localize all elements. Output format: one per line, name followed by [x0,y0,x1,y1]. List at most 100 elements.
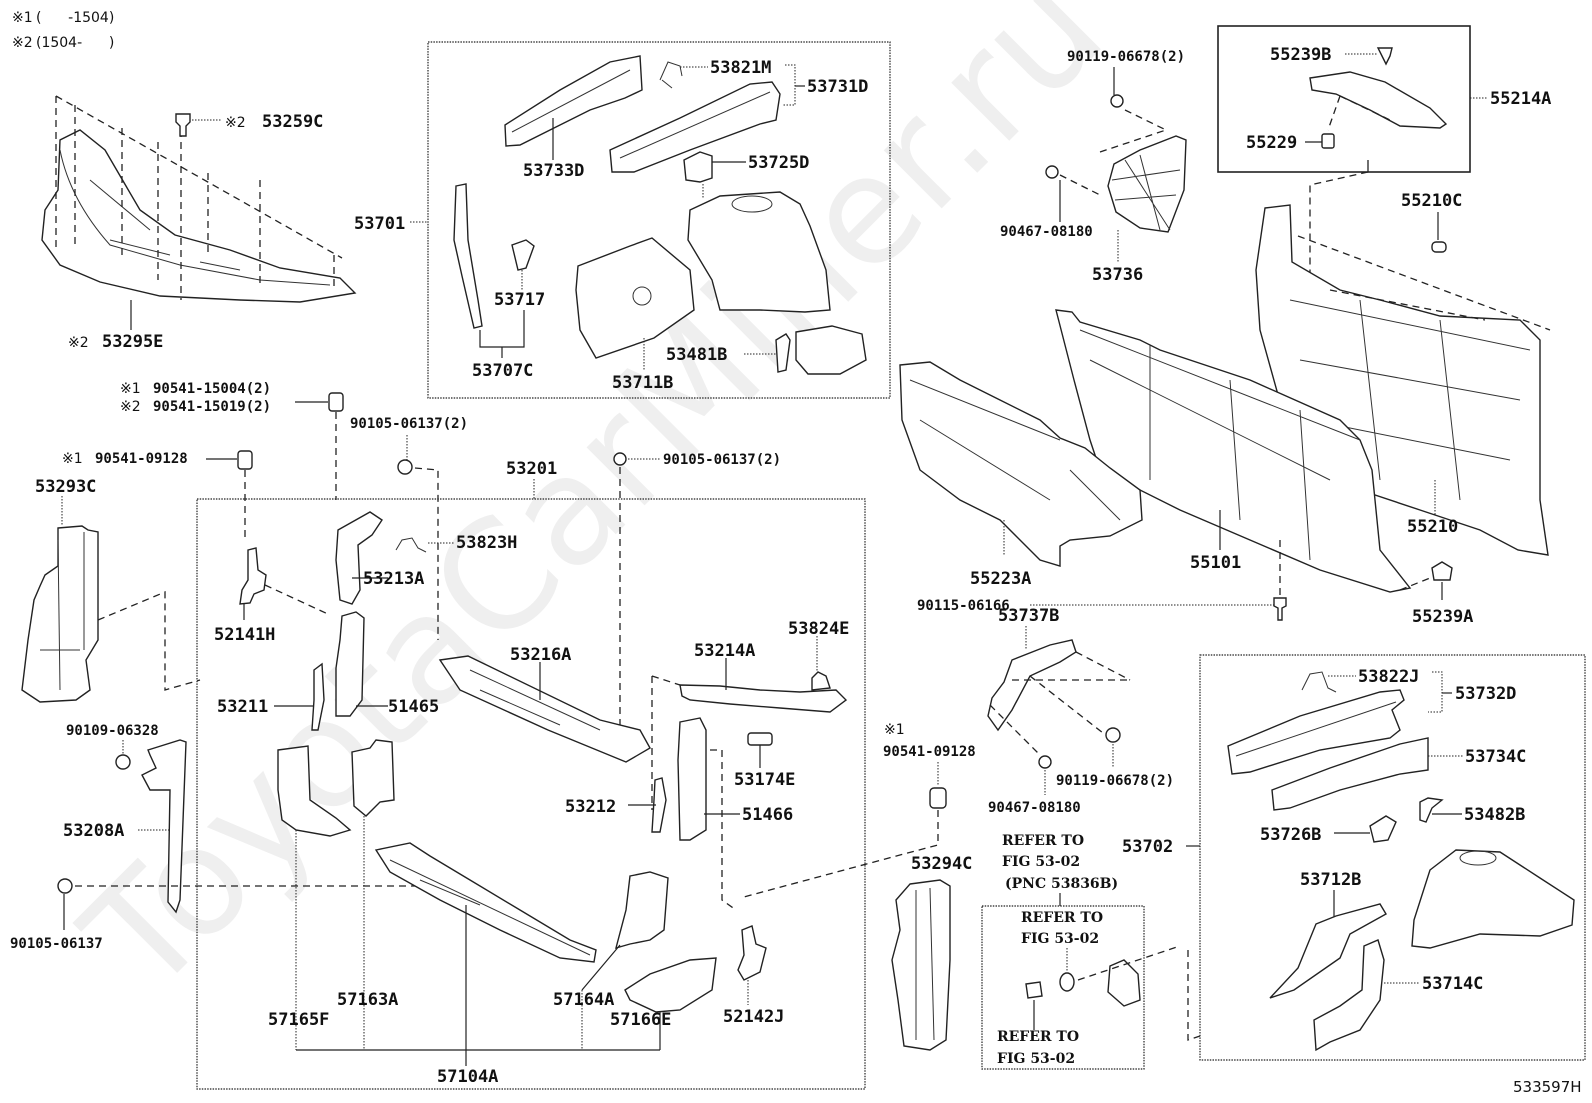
clip-53259C [175,113,222,137]
cushion-90541-15004 [328,392,344,412]
bolt-90105-06137-a [397,459,413,475]
label-52141H: 52141H [214,625,275,645]
label-51466: 51466 [742,805,793,825]
part-55223A-insulator [899,361,1143,567]
part-53212 [651,777,667,833]
part-53707C [453,183,483,329]
bolt-90467-08180-a [1045,165,1059,179]
part-57166E [624,957,717,1013]
legend-range-2: (1504- ) [36,35,114,51]
figure-id: 533597H [1513,1078,1582,1096]
bolt-90105-06137 [57,878,73,894]
refer-header-line-3: (PNC 53836B) [1005,876,1118,892]
refer-header-line-1: REFER TO [1002,833,1084,849]
label-57104A: 57104A [437,1067,498,1087]
label-90105-06137: 90105-06137 [10,936,103,952]
part-53725D [683,151,713,183]
label-53211: 53211 [217,697,268,717]
label-55210C: 55210C [1401,191,1462,211]
label-53731D: 53731D [807,77,868,97]
label-53481B: 53481B [666,345,727,365]
part-53482B [1419,797,1444,823]
bolt-90109-06328 [115,754,131,770]
part-53824E [811,671,831,691]
label-53823H: 53823H [456,533,517,553]
label-53821M: 53821M [710,58,771,78]
clip-55210C [1431,241,1447,253]
part-53836B-bracket [1107,959,1141,1007]
refer-inner-bottom-line-1: REFER TO [997,1029,1079,1045]
refer-inner-bottom-line-2: FIG 53-02 [997,1051,1075,1067]
washer-icon [1059,972,1075,992]
bolt-90105-06137-b [613,452,627,466]
label-53734C: 53734C [1465,747,1526,767]
part-53214A [679,684,848,713]
part-53712B [1269,903,1387,999]
refer-header-line-2: FIG 53-02 [1002,854,1080,870]
group-box-refer [981,905,1145,1070]
part-53701-apron [687,191,831,313]
label-53733D: 53733D [523,161,584,181]
label-90541-09128-b-mark: ※1 [884,722,905,738]
group-box-53701 [427,41,891,399]
label-53201: 53201 [506,459,557,479]
label-53707C: 53707C [472,361,533,381]
label-53213A: 53213A [363,569,424,589]
label-53711B: 53711B [612,373,673,393]
label-53293C: 53293C [35,477,96,497]
part-53211 [311,662,325,731]
label-53701: 53701 [354,214,405,234]
label-53212: 53212 [565,797,616,817]
label-53824E: 53824E [788,619,849,639]
group-box-55214A [1217,25,1471,173]
part-53732D [1227,689,1405,775]
part-57163A [351,739,395,817]
label-90541-09128-a: 90541-09128 [95,451,188,467]
label-53822J: 53822J [1358,667,1419,687]
label-55101: 55101 [1190,553,1241,573]
legend-range-1: ( -1504) [36,10,114,26]
part-52142J [737,925,767,981]
label-55239A: 55239A [1412,607,1473,627]
label-53216A: 53216A [510,645,571,665]
part-53216A [438,655,651,763]
label-53259C-mark: ※2 [225,115,246,131]
part-53737B-seal [987,639,1077,732]
refer-inner-top-line-1: REFER TO [1021,910,1103,926]
label-90109-06328: 90109-06328 [66,723,159,739]
label-90541-09128-a-mark: ※1 [62,451,83,467]
part-57165F [277,745,352,837]
label-57165F: 57165F [268,1010,329,1030]
label-53294C: 53294C [911,854,972,874]
label-55210: 55210 [1407,517,1458,537]
label-53259C: 53259C [262,112,323,132]
part-53702-apron [1411,849,1575,949]
part-53208A-brace [141,739,187,914]
label-57163A: 57163A [337,990,398,1010]
part-52141H [239,547,267,605]
label-55229: 55229 [1246,133,1297,153]
part-53481B [775,333,791,373]
label-90541-15004: 90541-15004(2) [153,381,271,397]
part-53174E-pad [747,732,773,746]
label-90541-15019-mark: ※2 [120,399,141,415]
label-90541-09128-b: 90541-09128 [883,744,976,760]
part-53822J-clip [1301,671,1337,693]
bolt-90115-06166 [1273,597,1287,621]
label-52142J: 52142J [723,1007,784,1027]
bolt-refer [1025,981,1043,999]
label-53737B: 53737B [998,606,1059,626]
label-90541-15019: 90541-15019(2) [153,399,271,415]
part-53293C-seal [21,525,99,703]
cushion-90541-09128-b [929,787,947,809]
part-53711B [575,237,695,359]
label-53208A: 53208A [63,821,124,841]
part-53726B [1369,815,1397,843]
label-55214A: 55214A [1490,89,1551,109]
label-53214A: 53214A [694,641,755,661]
part-57164A [615,871,669,950]
label-53482B: 53482B [1464,805,1525,825]
legend-mark-2: ※2 [12,35,33,51]
part-53213A [335,511,383,605]
